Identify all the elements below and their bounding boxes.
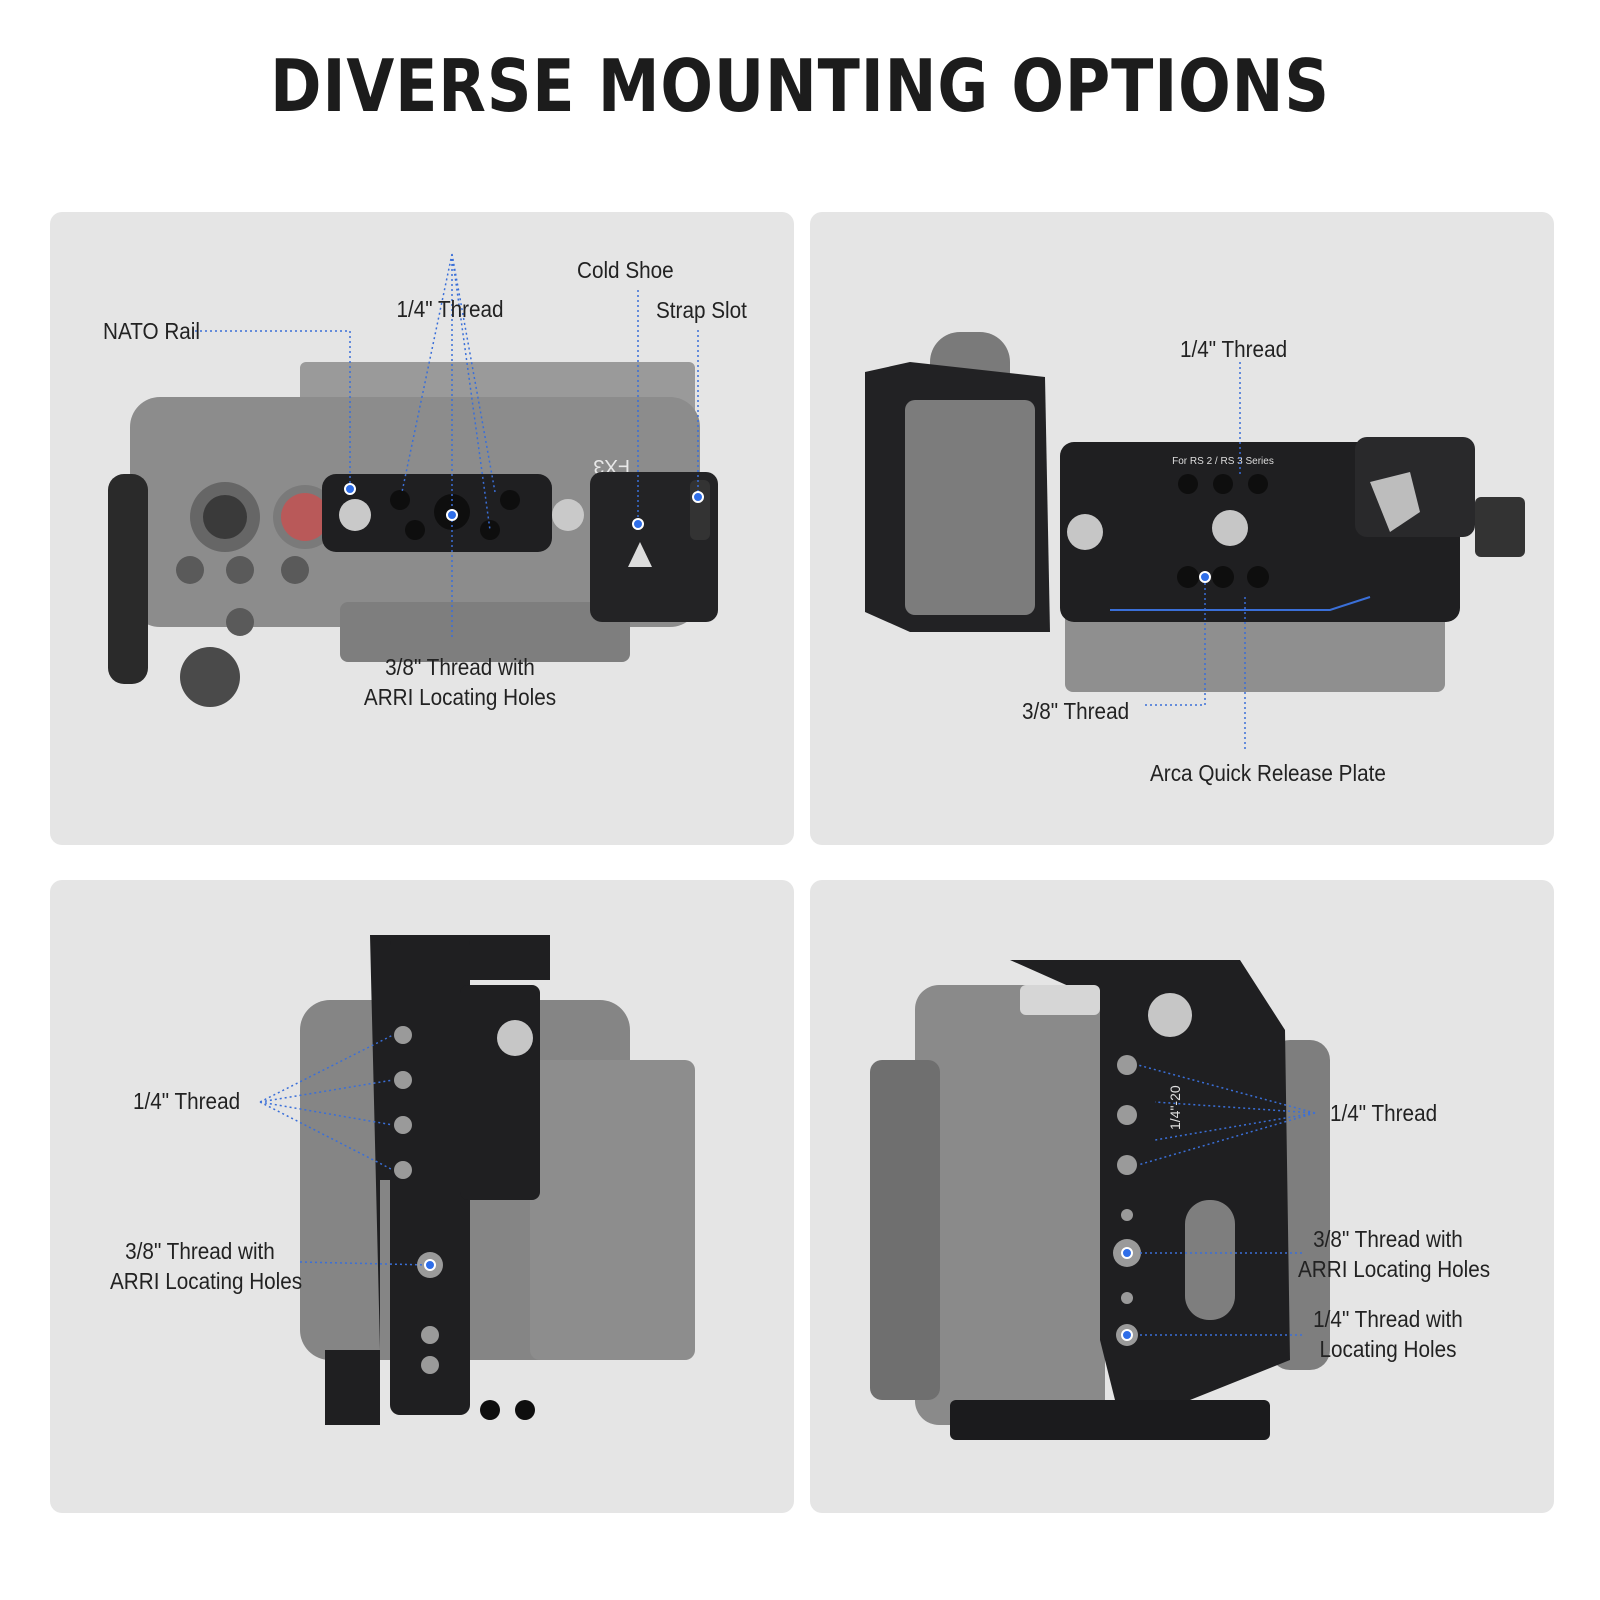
panel-top-view: FX3 NATO Rail 1/4" Thread Cold Shoe Stra… xyxy=(50,212,794,845)
label-line-2: ARRI Locating Holes xyxy=(110,1268,303,1294)
camera-top-view-illustration: FX3 xyxy=(108,253,718,707)
label-line-1: 1/4" Thread with xyxy=(1313,1306,1463,1332)
label-thread-14: 1/4" Thread xyxy=(133,1088,241,1114)
label-line-1: 3/8" Thread with xyxy=(385,654,535,680)
label-thread-14: 1/4" Thread xyxy=(1330,1100,1438,1126)
camera-right-side-illustration: 1/4"-20 xyxy=(870,960,1330,1440)
label-line-1: 3/8" Thread with xyxy=(125,1238,275,1264)
label-nato-rail: NATO Rail xyxy=(103,318,201,344)
label-arca-plate: Arca Quick Release Plate xyxy=(1150,760,1386,786)
panel-bottom-view: For RS 2 / RS 3 Series 1/4" Thread 3/8" … xyxy=(810,212,1554,845)
label-strap-slot: Strap Slot xyxy=(656,297,747,323)
camera-left-side-illustration xyxy=(259,935,695,1425)
label-thread-38-arri: 3/8" Thread with ARRI Locating Holes xyxy=(110,1236,303,1296)
label-thread-14-locating: 1/4" Thread with Locating Holes xyxy=(1298,1304,1478,1364)
panel-right-side-view: 1/4"-20 1/4" Thread 3/8" Thread with ARR… xyxy=(810,880,1554,1513)
camera-bottom-view-illustration: For RS 2 / RS 3 Series xyxy=(865,332,1525,749)
label-line-2: Locating Holes xyxy=(1319,1336,1457,1362)
label-line-2: ARRI Locating Holes xyxy=(363,684,557,710)
grip-marking: 1/4"-20 xyxy=(1167,1085,1183,1130)
label-line-1: 3/8" Thread with xyxy=(1313,1226,1463,1252)
plate-text-marking: For RS 2 / RS 3 Series xyxy=(1172,456,1274,467)
label-thread-38: 3/8" Thread xyxy=(1022,698,1130,724)
page-title: DIVERSE MOUNTING OPTIONS xyxy=(270,44,1330,128)
panel-left-side-view: 1/4" Thread 3/8" Thread with ARRI Locati… xyxy=(50,880,794,1513)
fx3-marking: FX3 xyxy=(593,455,630,477)
label-thread-14: 1/4" Thread xyxy=(1180,336,1288,362)
label-thread-38-arri: 3/8" Thread with ARRI Locating Holes xyxy=(1298,1224,1491,1284)
label-line-2: ARRI Locating Holes xyxy=(1298,1256,1491,1282)
label-thread-14: 1/4" Thread xyxy=(396,296,504,322)
label-thread-38-arri: 3/8" Thread with ARRI Locating Holes xyxy=(361,652,559,712)
label-cold-shoe: Cold Shoe xyxy=(577,257,674,283)
